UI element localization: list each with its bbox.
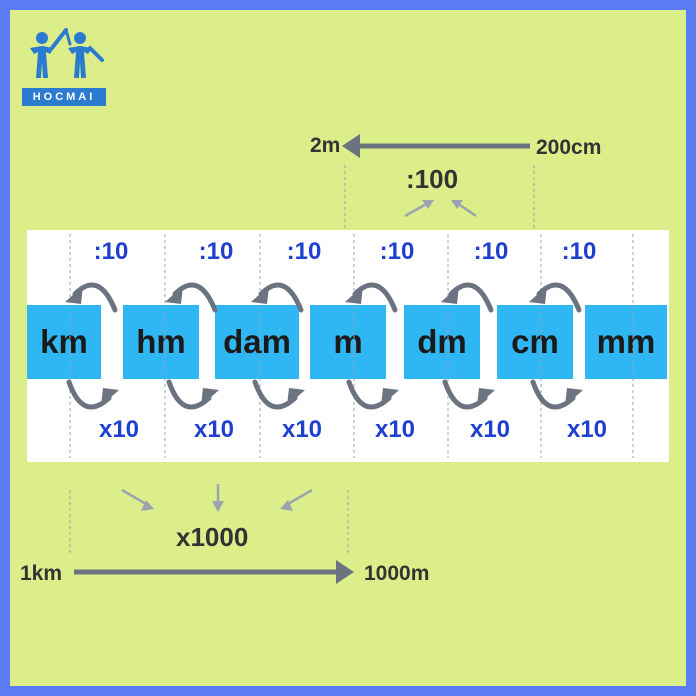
bottom-small-arrow-right <box>287 488 313 506</box>
unit-box-dm: dm <box>404 305 480 379</box>
top-example-right: 200cm <box>536 136 602 159</box>
multiply-arrow-head-6 <box>565 388 583 406</box>
bottom-small-arrow-left <box>121 488 147 506</box>
unit-box-dam: dam <box>215 305 299 379</box>
divide-arrow-head-1 <box>65 286 83 304</box>
unit-box-m: m <box>310 305 386 379</box>
top-example-arrows <box>342 134 535 230</box>
divide-arrow-head-3 <box>251 286 269 304</box>
divide-label-4: :10 <box>379 238 415 265</box>
multiply-arrow-head-2 <box>201 388 219 406</box>
bottom-example-left: 1km <box>20 562 63 585</box>
divide-label-1: :10 <box>93 238 129 265</box>
multiply-arrow-head-3 <box>287 388 305 406</box>
multiply-label-5: x10 <box>469 416 511 443</box>
multiply-arrow-head-1 <box>101 388 119 406</box>
bottom-example-arrows <box>69 484 354 584</box>
divide-label-5: :10 <box>473 238 509 265</box>
divide-label-2: :10 <box>198 238 234 265</box>
logo-text: HOCMAI <box>22 88 106 106</box>
multiply-label-2: x10 <box>193 416 235 443</box>
top-example-operation: :100 <box>406 164 459 194</box>
top-small-arrow-left <box>404 201 429 218</box>
top-arrow-head <box>342 134 360 158</box>
bottom-example-right: 1000m <box>364 562 430 585</box>
divide-label-6: :10 <box>561 238 597 265</box>
bottom-arrow-head <box>336 560 354 584</box>
divide-arrow-head-5 <box>441 286 459 304</box>
divide-label-3: :10 <box>286 238 322 265</box>
unit-strip: km hm dam m dm cm mm :10 :10 :10 :10 :10… <box>27 230 669 462</box>
bottom-example-operation: x1000 <box>176 522 249 552</box>
unit-box-mm: mm <box>585 305 667 379</box>
divide-arrow-head-6 <box>529 286 547 304</box>
unit-box-cm: cm <box>497 305 573 379</box>
divide-arrow-head-2 <box>165 286 183 304</box>
conversion-arrows <box>65 234 634 458</box>
multiply-label-3: x10 <box>281 416 323 443</box>
divide-arrow-head-4 <box>345 286 363 304</box>
multiply-label-4: x10 <box>374 416 416 443</box>
multiply-arrow-head-5 <box>477 388 495 406</box>
multiply-label-1: x10 <box>98 416 140 443</box>
unit-box-hm: hm <box>123 305 199 379</box>
top-example-left: 2m <box>310 134 341 157</box>
logo-figures-icon <box>30 28 104 78</box>
multiply-arrow-head-4 <box>381 388 399 406</box>
hocmai-logo: HOCMAI <box>22 18 108 110</box>
multiply-label-6: x10 <box>566 416 608 443</box>
unit-box-km: km <box>27 305 101 379</box>
top-small-arrow-right <box>456 201 477 218</box>
